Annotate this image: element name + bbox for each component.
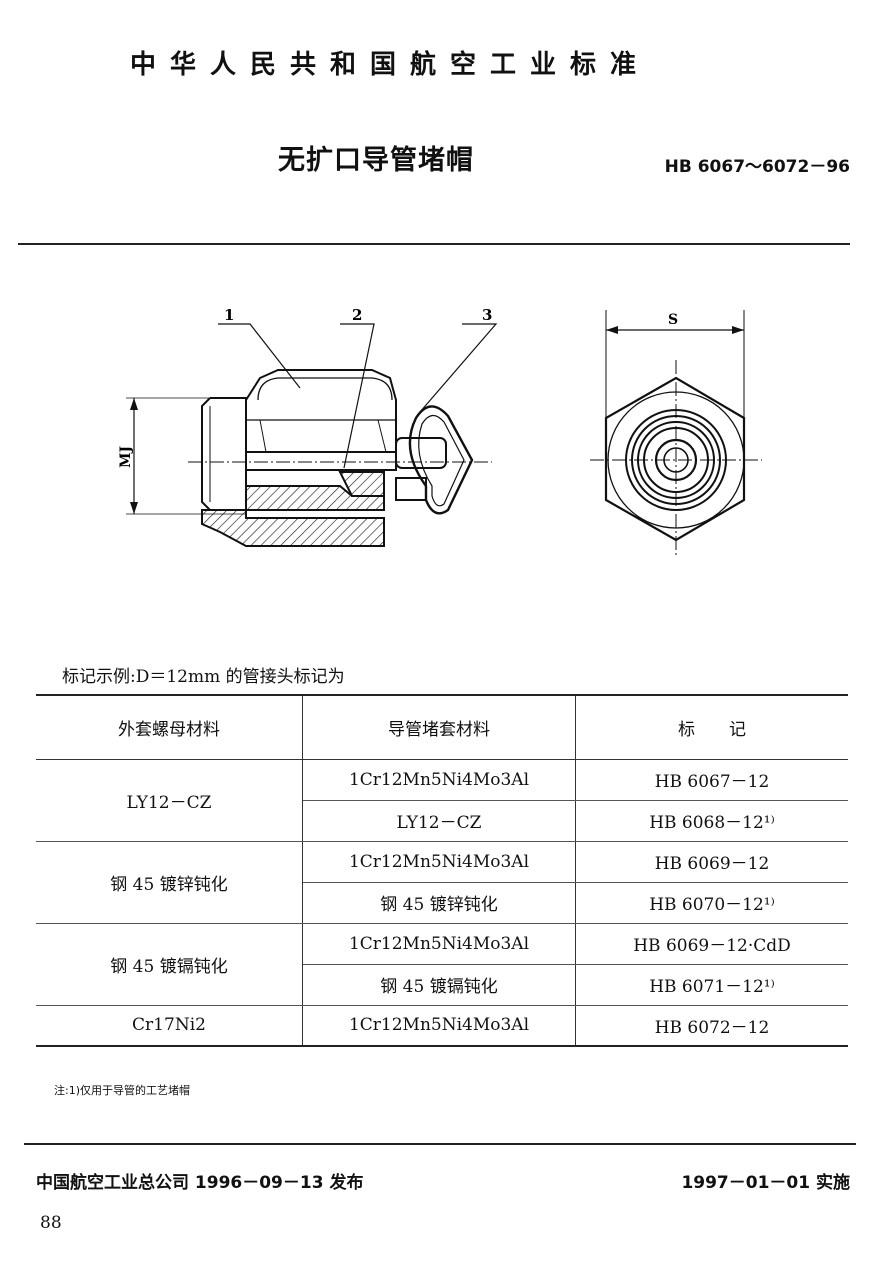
material-marking-table: 外套螺母材料 导管堵套材料 标 记 LY12－CZ 1Cr12Mn5Ni4Mo3… [36,694,848,1047]
table-header-row: 外套螺母材料 导管堵套材料 标 记 [36,694,848,760]
marking-cell: HB 6068－12¹⁾ [575,800,848,842]
footer-rule [24,1143,856,1145]
issued-date: 中国航空工业总公司 1996－09－13 发布 [36,1173,364,1193]
nut-material-cell: Cr17Ni2 [36,1005,303,1047]
table-row: LY12－CZ HB 6068－12¹⁾ [36,800,848,842]
marking-cell: HB 6069－12 [575,841,848,883]
marking-cell: HB 6070－12¹⁾ [575,882,848,924]
col-marking: 标 记 [575,694,848,760]
sleeve-material-cell: 钢 45 镀锌钝化 [302,882,576,924]
nut-material-cell: LY12－CZ [36,759,303,842]
s-label: S [668,312,678,328]
nut-material-cell: 钢 45 镀镉钝化 [36,923,303,1006]
table-row: 钢 45 镀锌钝化 1Cr12Mn5Ni4Mo3Al HB 6069－12 [36,841,848,924]
sleeve-material-cell: 1Cr12Mn5Ni4Mo3Al [302,1005,576,1047]
sleeve-material-cell: 1Cr12Mn5Ni4Mo3Al [302,841,576,883]
marking-cell: HB 6067－12 [575,759,848,801]
sleeve-material-cell: 钢 45 镀镉钝化 [302,964,576,1006]
col-nut-material: 外套螺母材料 [36,694,303,760]
standard-number: HB 6067～6072－96 [664,157,850,177]
table-row: 钢 45 镀镉钝化 HB 6071－12¹⁾ [36,964,848,1006]
footnote: 注:1)仅用于导管的工艺堵帽 [54,1084,190,1097]
marking-cell: HB 6071－12¹⁾ [575,964,848,1006]
callout-2: 2 [352,306,362,324]
marking-example: 标记示例:D＝12mm 的管接头标记为 [62,667,345,687]
marking-cell: HB 6072－12 [575,1005,848,1047]
table-row: 钢 45 镀锌钝化 HB 6070－12¹⁾ [36,882,848,924]
effective-date: 1997－01－01 实施 [681,1173,850,1193]
callout-3: 3 [482,306,492,324]
side-view [188,369,492,547]
sleeve-material-cell: LY12－CZ [302,800,576,842]
callout-1: 1 [224,306,234,324]
front-view [590,310,762,558]
technical-drawing: 1 2 3 MJ S [118,306,762,558]
nut-material-cell: 钢 45 镀锌钝化 [36,841,303,924]
table-row: LY12－CZ 1Cr12Mn5Ni4Mo3Al HB 6067－12 [36,759,848,842]
header-rule [18,243,850,245]
sleeve-material-cell: 1Cr12Mn5Ni4Mo3Al [302,759,576,801]
col-sleeve-material: 导管堵套材料 [302,694,576,760]
sleeve-material-cell: 1Cr12Mn5Ni4Mo3Al [302,923,576,965]
mj-label: MJ [118,446,134,468]
standard-header: 中华人民共和国航空工业标准 [129,50,650,80]
marking-cell: HB 6069－12·CdD [575,923,848,965]
mj-dimension [126,397,246,515]
callouts [218,323,498,469]
table-row: Cr17Ni2 1Cr12Mn5Ni4Mo3Al HB 6072－12 [36,1005,848,1047]
document-title: 无扩口导管堵帽 [278,145,474,176]
table-row: 钢 45 镀镉钝化 1Cr12Mn5Ni4Mo3Al HB 6069－12·Cd… [36,923,848,1006]
page-number: 88 [40,1213,62,1233]
